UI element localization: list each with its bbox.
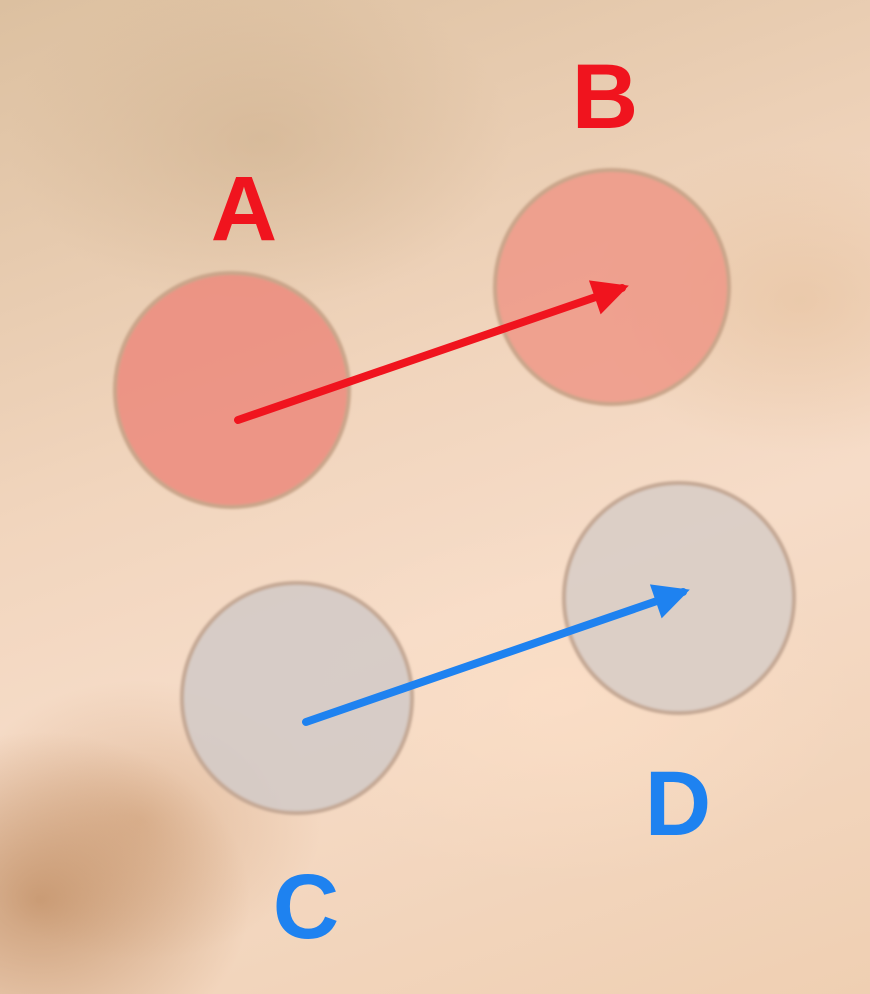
spot-d xyxy=(564,483,794,713)
label-a: A xyxy=(211,158,277,260)
label-c: C xyxy=(273,856,339,958)
label-d: D xyxy=(645,753,711,855)
spot-b xyxy=(495,170,729,404)
label-b: B xyxy=(572,46,638,148)
